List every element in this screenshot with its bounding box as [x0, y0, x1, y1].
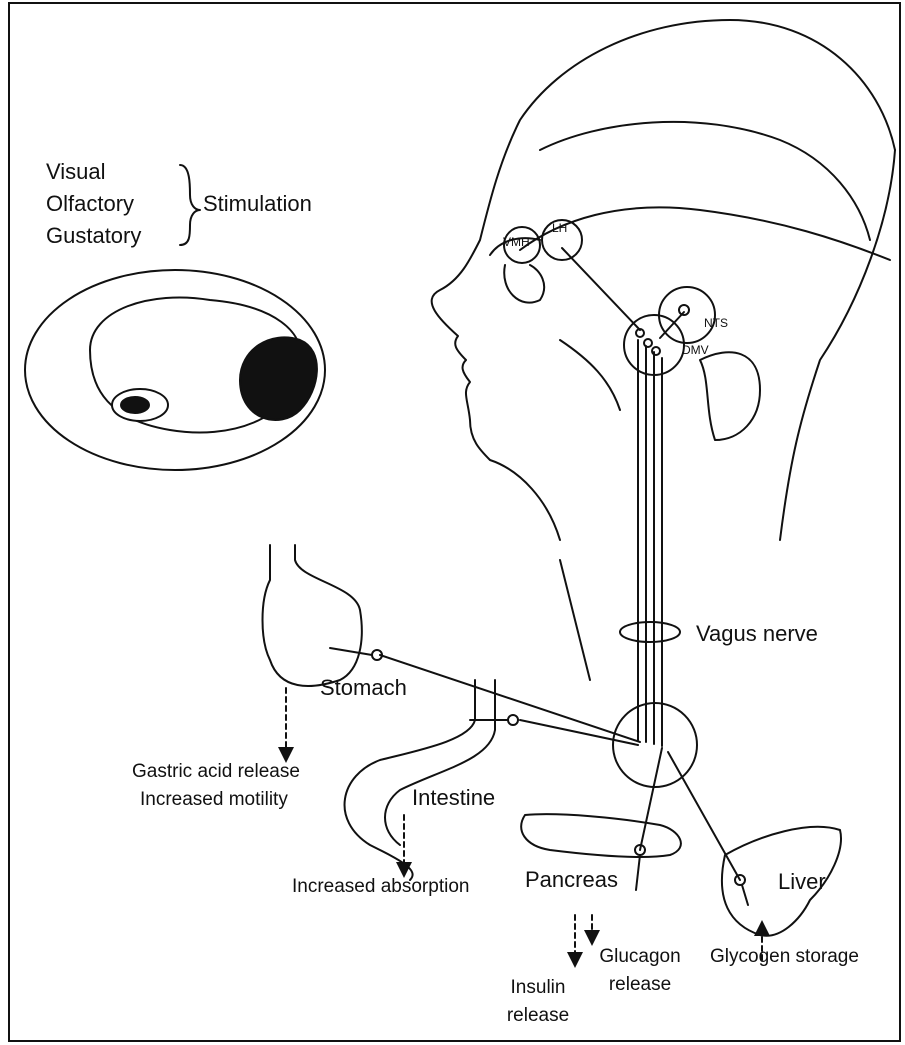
liver-label: Liver	[778, 870, 826, 894]
nts-label: NTS	[704, 317, 728, 330]
glucagon-effect-line1: Glucagon	[585, 947, 695, 968]
sense-olfactory: Olfactory	[46, 192, 134, 216]
gastric-effect-line1: Gastric acid release	[132, 762, 300, 783]
pancreas-label: Pancreas	[525, 868, 618, 892]
pancreas-organ	[521, 814, 681, 857]
insulin-effect-line1: Insulin	[498, 978, 578, 999]
intestine-label: Intestine	[412, 786, 495, 810]
senses-brace	[180, 165, 200, 245]
stimulation-label: Stimulation	[203, 192, 312, 216]
food-plate	[25, 270, 325, 470]
effect-arrows	[286, 688, 762, 960]
vagus-nerve-label: Vagus nerve	[696, 622, 818, 646]
lh-label: LH	[552, 222, 567, 235]
vagus-nerve-bundle	[638, 340, 662, 746]
gastric-effect-line2: Increased motility	[140, 790, 288, 811]
lh-projection	[562, 248, 640, 330]
glycogen-effect: Glycogen storage	[710, 947, 859, 968]
sense-gustatory: Gustatory	[46, 224, 141, 248]
intestine-organ	[345, 680, 495, 880]
head-outline	[432, 20, 895, 680]
absorption-effect: Increased absorption	[292, 877, 469, 898]
stomach-label: Stomach	[320, 676, 407, 700]
vagus-nerve-ring	[620, 622, 680, 642]
liver-branch	[668, 752, 740, 880]
intestine-branch	[520, 720, 638, 745]
glucagon-effect-line2: release	[585, 975, 695, 996]
pancreas-branch	[640, 748, 662, 850]
insulin-effect-line2: release	[498, 1006, 578, 1027]
vmh-label: VMH	[503, 236, 530, 249]
sense-visual: Visual	[46, 160, 106, 184]
nts-neuron	[679, 305, 689, 315]
stomach-organ	[263, 545, 362, 686]
dmv-label: DMV	[682, 344, 709, 357]
stomach-branch	[380, 655, 640, 742]
